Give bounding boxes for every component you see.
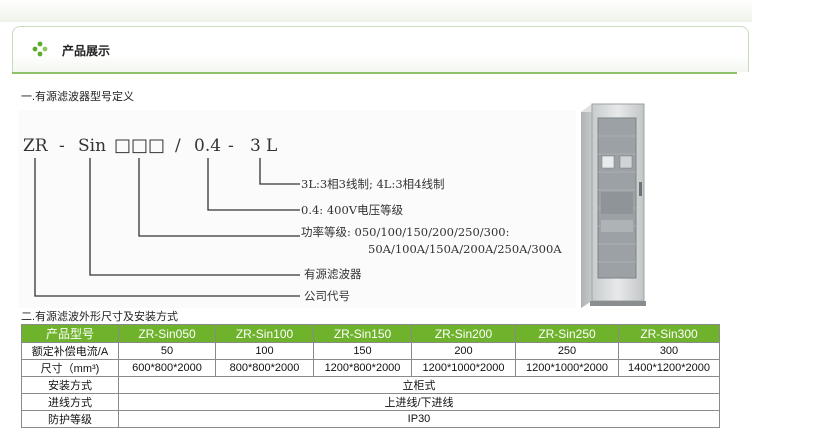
label-phase: 3L:3相3线制; 4L:3相4线制 [301, 177, 444, 191]
header-divider [12, 72, 737, 74]
label-power-current: 50A/100A/150A/200A/250A/300A [368, 242, 562, 256]
label-company: 公司代号 [304, 289, 350, 303]
table-cell: 100 [215, 342, 314, 360]
row-label-size: 尺寸（mm³) [21, 359, 119, 377]
label-power: 功率等级: 050/100/150/200/250/300: [301, 225, 509, 239]
table-header-cell: ZR-Sin150 [313, 324, 412, 343]
company-connector [34, 158, 300, 297]
cabinet-image [581, 103, 646, 308]
table-cell: 1200*1000*2000 [411, 359, 516, 377]
table-cell: 50 [118, 342, 216, 360]
spec-table: 产品型号 ZR-Sin050 ZR-Sin100 ZR-Sin150 ZR-Si… [21, 324, 720, 428]
row-label-wiring: 进线方式 [21, 393, 119, 411]
top-banner [0, 0, 752, 22]
model-code-l: L [266, 136, 277, 156]
table-row: 安装方式 立柜式 [21, 376, 720, 394]
table-header-cell: ZR-Sin050 [118, 324, 216, 343]
green-dots-icon [32, 41, 48, 57]
table-row: 额定补偿电流/A 50 100 150 200 250 300 [21, 342, 720, 360]
model-code-dash: - [59, 136, 65, 156]
table-header-cell: ZR-Sin200 [411, 324, 516, 343]
label-voltage: 0.4: 400V电压等级 [301, 203, 404, 217]
model-code-dash: - [228, 136, 234, 156]
table-header-cell: ZR-Sin300 [618, 324, 720, 343]
table-cell: 上进线/下进线 [118, 393, 720, 411]
model-code-phase: 3 [250, 136, 261, 156]
page-title: 产品展示 [62, 44, 111, 58]
voltage-connector [207, 158, 300, 211]
table-cell: 300 [618, 342, 720, 360]
table-row: 尺寸（mm³) 600*800*2000 800*800*2000 1200*8… [21, 359, 720, 377]
section-title-model: 一.有源滤波器型号定义 [21, 91, 135, 103]
row-label-install: 安装方式 [21, 376, 119, 394]
apf-connector [89, 158, 300, 276]
table-cell: 800*800*2000 [215, 359, 314, 377]
model-code-sin: Sin [78, 136, 106, 156]
section-title-dimensions: 二.有源滤波外形尺寸及安装方式 [21, 311, 179, 323]
power-connector [138, 158, 300, 237]
table-cell: 1200*1000*2000 [515, 359, 619, 377]
model-code-slash: / [175, 136, 181, 156]
table-row: 防护等级 IP30 [21, 410, 720, 428]
table-cell: 1400*1200*2000 [618, 359, 720, 377]
table-cell: 600*800*2000 [118, 359, 216, 377]
model-code-voltage: 0.4 [194, 136, 221, 156]
table-cell: 1200*800*2000 [313, 359, 412, 377]
table-cell: 250 [515, 342, 619, 360]
table-cell: IP30 [118, 410, 720, 428]
table-row: 进线方式 上进线/下进线 [21, 393, 720, 411]
table-cell: 200 [411, 342, 516, 360]
table-header-cell: ZR-Sin250 [515, 324, 619, 343]
table-cell: 150 [313, 342, 412, 360]
table-header-cell: ZR-Sin100 [215, 324, 314, 343]
table-header-row: 产品型号 ZR-Sin050 ZR-Sin100 ZR-Sin150 ZR-Si… [21, 324, 720, 343]
model-code-boxes: □□□ [114, 135, 165, 156]
phase-connector [259, 158, 300, 185]
table-header-cell: 产品型号 [21, 324, 119, 343]
header-panel [12, 26, 749, 72]
label-apf: 有源滤波器 [304, 267, 362, 281]
model-definition-diagram: ZR - Sin □□□ / 0.4 - 3 L 3L:3相3线制; 4L:3相… [18, 110, 576, 308]
model-code-zr: ZR [23, 136, 49, 156]
row-label-current: 额定补偿电流/A [21, 342, 119, 360]
row-label-protection: 防护等级 [21, 410, 119, 428]
table-cell: 立柜式 [118, 376, 720, 394]
